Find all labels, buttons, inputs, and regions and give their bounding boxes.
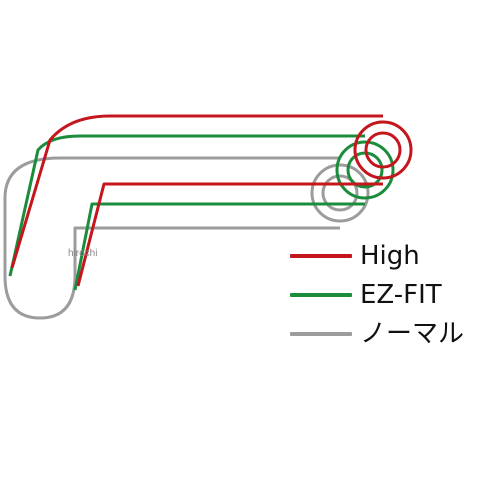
legend-item-ezfit: EZ-FIT	[290, 275, 464, 314]
high-bar-outline	[10, 114, 413, 287]
legend-swatch-ezfit	[290, 292, 352, 297]
legend-label-ezfit: EZ-FIT	[360, 279, 442, 310]
legend-label-normal: ノーマル	[360, 318, 465, 349]
legend-swatch-normal	[290, 331, 352, 336]
legend-item-normal: ノーマル	[290, 314, 464, 353]
normal-bar-outline	[3, 156, 370, 320]
legend-label-high: High	[360, 240, 420, 271]
watermark-text: hirochi	[68, 248, 98, 259]
legend: High EZ-FIT ノーマル	[290, 236, 464, 353]
legend-swatch-high	[290, 253, 352, 258]
legend-item-high: High	[290, 236, 464, 275]
